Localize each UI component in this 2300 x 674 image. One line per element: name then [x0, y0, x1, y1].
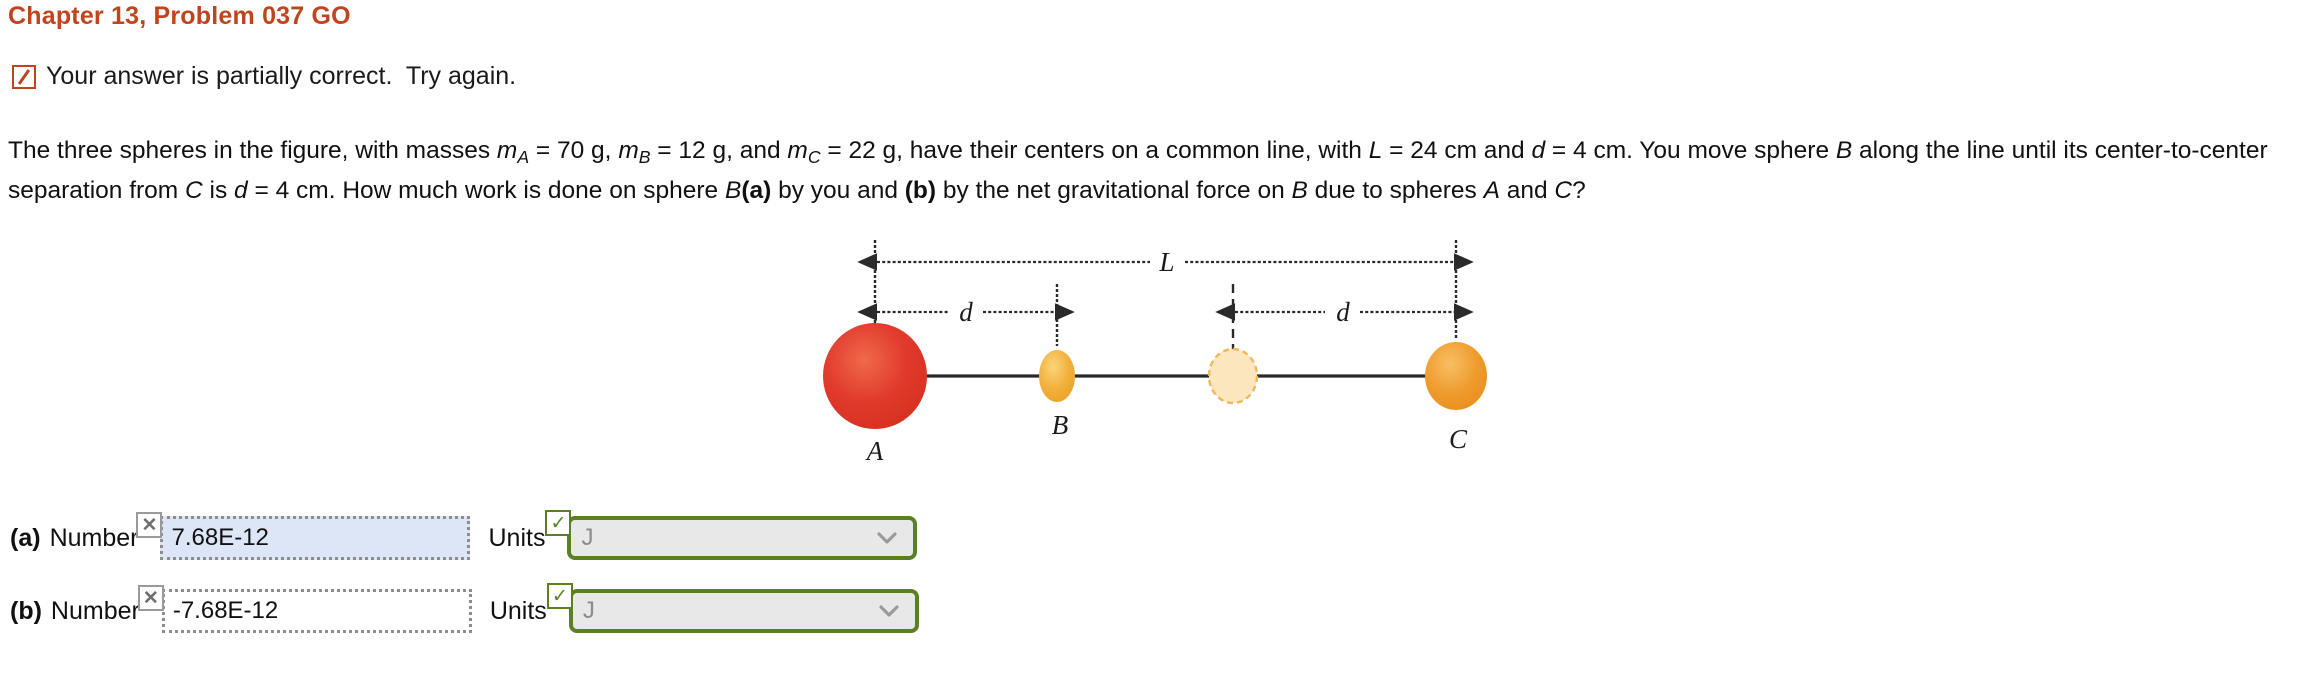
symbol-m-a: m — [496, 137, 518, 164]
answer-a-units-value: J — [581, 524, 594, 551]
answer-a-units-select[interactable]: J — [567, 516, 918, 560]
statement-text-12: by the net gravitational force on — [936, 176, 1292, 204]
symbol-B-3: B — [1291, 176, 1308, 204]
answer-row-b-letter: (b) — [10, 596, 42, 625]
sphere-b-ghost — [1207, 347, 1259, 405]
answer-row-b-number-label: Number — [50, 596, 140, 625]
sphere-b — [1039, 350, 1075, 402]
figure-label-L: L — [1158, 247, 1174, 277]
answer-row-a-units-label: Units — [488, 523, 546, 552]
symbol-m-b: m — [618, 137, 639, 164]
answer-row-a-number-label: Number — [49, 523, 139, 552]
figure-label-d-left: d — [959, 297, 973, 327]
subscript-a: A — [517, 146, 530, 167]
statement-text-2: = 70 g, — [529, 137, 619, 164]
symbol-C-2: C — [1554, 176, 1573, 204]
statement-text-15: ? — [1572, 176, 1586, 204]
sphere-c — [1425, 342, 1487, 410]
symbol-A: A — [1483, 176, 1500, 204]
symbol-d-2: d — [234, 176, 248, 204]
page-title: Chapter 13, Problem 037 GO — [8, 2, 351, 30]
statement-text-11: by you and — [771, 176, 905, 204]
chevron-down-icon — [879, 605, 899, 617]
statement-text-9: is — [202, 176, 235, 204]
answer-row-a-letter: (a) — [10, 523, 41, 552]
answer-row-a: (a) Number ✕ Units ✓ J — [10, 510, 918, 566]
figure-label-C: C — [1449, 424, 1468, 454]
subscript-b: B — [638, 146, 651, 167]
figure-label-A: A — [865, 436, 884, 466]
problem-statement: The three spheres in the figure, with ma… — [8, 134, 2293, 207]
subscript-c: C — [807, 146, 821, 167]
feedback-text: Your answer is partially correct. Try ag… — [46, 62, 517, 90]
partial-credit-check-icon — [12, 64, 36, 89]
statement-text-3: = 12 g, and — [650, 137, 788, 164]
problem-figure: L d d A B C — [820, 228, 1520, 478]
figure-label-d-right: d — [1336, 297, 1350, 327]
symbol-B-2: B — [724, 176, 742, 204]
answer-a-number-wrap — [160, 516, 471, 560]
symbol-B: B — [1835, 137, 1853, 164]
statement-text-6: = 4 cm. You move sphere — [1545, 137, 1836, 164]
part-a-marker: (a) — [741, 176, 772, 204]
statement-text-5: = 24 cm and — [1382, 137, 1532, 164]
answer-a-number-input[interactable] — [160, 516, 471, 560]
answer-b-units-correct-icon: ✓ — [546, 583, 573, 609]
answer-a-number-incorrect-icon: ✕ — [136, 512, 163, 538]
answer-a-units-correct-icon: ✓ — [545, 510, 572, 536]
statement-text-7: along the line — [1852, 137, 2005, 164]
answer-b-units-value: J — [582, 597, 595, 624]
part-b-marker: (b) — [904, 176, 937, 204]
feedback-banner: Your answer is partially correct. Try ag… — [12, 62, 516, 91]
symbol-L: L — [1368, 137, 1383, 164]
statement-text-8: until its center-to-center separation fr… — [8, 137, 2268, 204]
chevron-down-icon — [877, 532, 898, 544]
symbol-m-c: m — [787, 137, 808, 164]
statement-text-1: The three spheres in the figure, with ma… — [8, 137, 497, 164]
figure-label-B: B — [1052, 410, 1069, 440]
statement-text-4: = 22 g, have their centers on a common l… — [820, 137, 1369, 164]
answer-b-number-input[interactable] — [161, 589, 472, 633]
symbol-d: d — [1531, 137, 1546, 164]
symbol-C: C — [185, 176, 203, 204]
statement-text-13: due to spheres — [1307, 176, 1484, 204]
statement-text-14: and — [1499, 176, 1555, 204]
answer-row-b: (b) Number ✕ Units ✓ J — [10, 583, 919, 639]
answer-b-units-select[interactable]: J — [568, 589, 919, 633]
answer-row-b-units-label: Units — [489, 596, 547, 625]
statement-text-10: = 4 cm. How much work is done on sphere — [247, 176, 725, 204]
sphere-a — [823, 323, 927, 429]
answer-b-number-incorrect-icon: ✕ — [137, 585, 164, 611]
answer-b-number-wrap — [161, 589, 472, 633]
